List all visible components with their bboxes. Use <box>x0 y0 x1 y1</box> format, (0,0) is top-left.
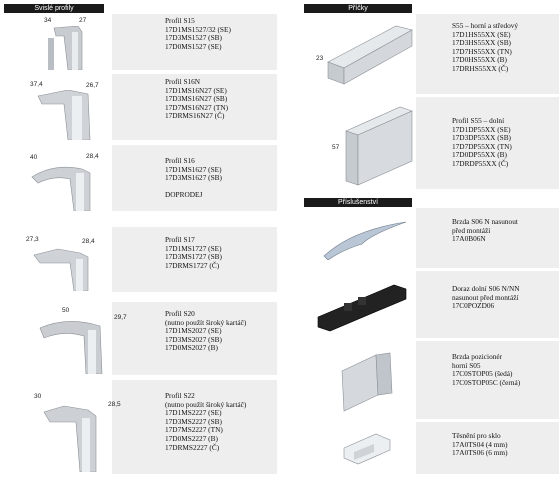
profile-s16n-image <box>37 90 91 140</box>
profile-row-s20: 50 29,7 Profil S20(nutno použít široký k… <box>4 302 277 375</box>
dimension-label: 28,5 <box>108 401 121 408</box>
profile-s16-image <box>31 166 91 211</box>
section-header-vertical-profiles: Svislé profily <box>4 4 104 13</box>
crossbar-s55-top-image <box>327 25 413 85</box>
profile-text: Profil S22(nutno použít široký kartáč)17… <box>165 391 247 452</box>
dimension-label: 26,7 <box>86 82 99 89</box>
discontinued-label: DOPRODEJ <box>165 190 203 200</box>
dimension-label: 27 <box>79 17 87 24</box>
glass-seal-image <box>343 433 391 465</box>
section-header-crossbars: Příčky <box>304 4 412 13</box>
positioner-s05-image <box>341 352 393 412</box>
profile-thumbnail <box>4 145 112 211</box>
dimension-label: 40 <box>30 154 38 161</box>
dimension-label: 57 <box>332 144 340 151</box>
profile-s20-image <box>39 321 103 374</box>
dimension-label: 30 <box>34 393 42 400</box>
profile-thumbnail <box>4 14 112 70</box>
brake-s06n-image <box>323 221 407 260</box>
crossbar-s55-bottom-image <box>345 106 413 186</box>
profile-row-s22: 30 28,5 Profil S22(nutno použít široký k… <box>4 380 277 474</box>
dimension-label: 23 <box>316 55 324 62</box>
dimension-label: 28,4 <box>82 238 95 245</box>
profile-s15-image <box>48 26 83 70</box>
dimension-label: 34 <box>44 17 52 24</box>
stop-s06-image <box>317 284 407 332</box>
profile-text: Profil S20(nutno použít široký kartáč)17… <box>165 309 247 353</box>
dimension-label: 37,4 <box>30 81 43 88</box>
profile-thumbnail <box>4 74 112 140</box>
profile-s17-image <box>33 248 89 291</box>
dimension-label: 28,4 <box>86 153 99 160</box>
section-header-accessories: Příslušenství <box>304 198 412 207</box>
dimension-label: 50 <box>62 307 70 314</box>
profile-s22-image <box>43 405 97 472</box>
dimension-label: 27,3 <box>26 236 39 243</box>
dimension-label: 29,7 <box>114 314 127 321</box>
